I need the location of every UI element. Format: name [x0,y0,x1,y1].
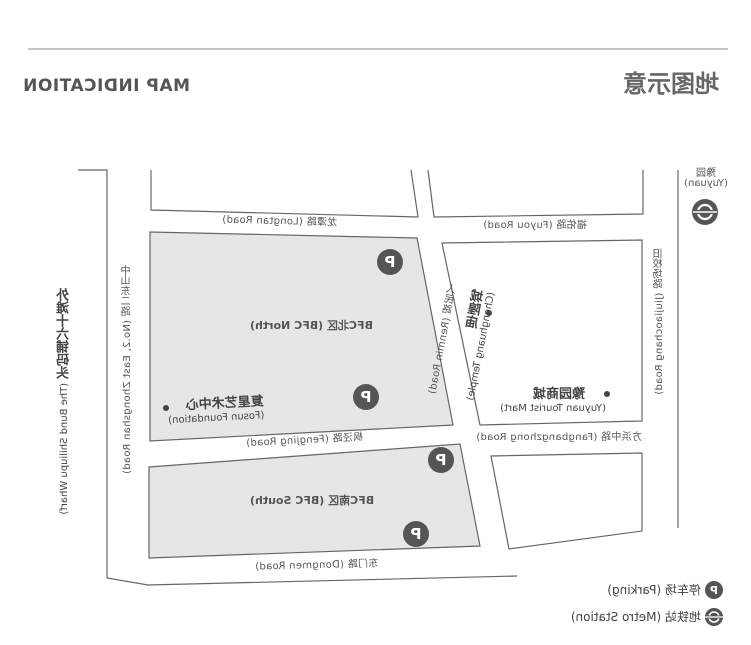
legend-metro-label: 地铁站 (Metro Station) [570,610,701,624]
zone-label-bfc-north: BFC北区 (BFC North) [250,319,373,332]
poi-bund-wharf-en: (The Bund Shiliupu Wharf) [59,382,70,515]
metro-icon [705,608,723,626]
block-top-right [427,169,644,218]
svg-text:P: P [436,451,447,469]
road-label-jiujiaochang: 旧校场路 (Jiujiaochang Road) [654,248,665,395]
metro-icon [692,199,718,225]
map-title-chinese: 地图示意 [623,70,719,98]
road-label-zhongshan: 中山东二路 (No.2, East Zhongshan Road) [122,265,133,475]
road-label-fangbangzhong: 方浜中路 (Fangbangzhong Road) [476,432,642,443]
zhongshan-road-edge [78,169,518,586]
fosun-foundation-dot [163,405,169,411]
parking-icon: P [403,521,429,547]
metro-station-label-en: (Yuyuan) [684,178,728,189]
bfc-north-block [149,231,454,442]
bfc-south-block [148,443,481,559]
poi-bund-wharf: 外滩十六铺码头 (The Bund Shiliupu Wharf) [57,288,72,515]
parking-icon: P [377,249,403,275]
poi-yuyuan-mart-en: (Yuyuan Tourist Mart) [500,403,606,414]
yuyuan-block [441,239,643,426]
parking-icon: P [353,384,379,410]
block-bottom-right [490,452,643,550]
chenghuang-temple-dot [486,310,492,316]
parking-icon: P [428,447,454,473]
svg-text:P: P [411,525,422,543]
legend-parking-label: 停车场 (Parking) [607,583,701,597]
poi-yuyuan-mart-cn: 豫园商城 [533,387,586,402]
road-label-fuyou: 福佑路 (Fuyou Road) [483,220,587,231]
block-top-left [150,169,419,218]
map-title-english: MAP INDICATION [22,76,190,96]
svg-text:P: P [385,253,396,271]
yuyuan-mart-dot [604,391,610,397]
svg-text:P: P [361,388,372,406]
metro-station-label: 豫园 (Yuyuan) [683,168,729,189]
parking-icon: P [705,581,723,599]
poi-bund-wharf-cn: 外滩十六铺码头 [57,288,72,379]
zone-label-bfc-south: BFC南区 (BFC South) [250,494,375,507]
poi-yuyuan-mart: 豫园商城 (Yuyuan Tourist Mart) [500,387,606,414]
svg-text:P: P [710,584,718,597]
